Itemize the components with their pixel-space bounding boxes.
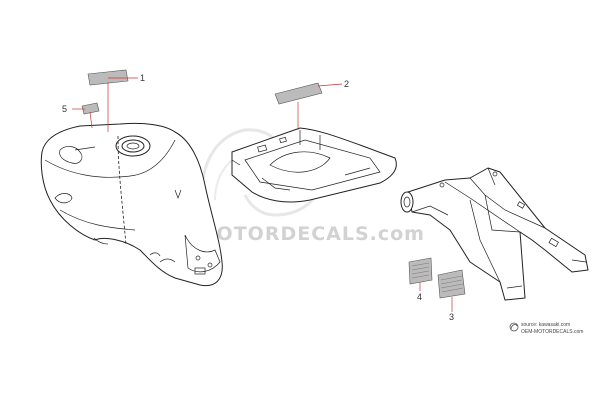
callout-2: 2 xyxy=(344,79,349,89)
decal-3-shape xyxy=(437,269,466,299)
decal-5-shape xyxy=(81,102,100,115)
callout-5: 5 xyxy=(62,104,67,114)
seat-tray-illustration xyxy=(231,127,397,203)
decal-1-shape xyxy=(87,69,129,86)
source-logo-icon xyxy=(509,322,519,332)
callouts: 1 2 3 4 5 xyxy=(62,73,454,322)
source-line-1: source: kawasaki.com xyxy=(521,322,570,328)
leader-lines xyxy=(72,77,453,312)
callout-3: 3 xyxy=(449,312,454,322)
swingarm-illustration xyxy=(400,167,589,301)
source-line-2: OEM-MOTORDECALS.com xyxy=(521,329,583,335)
callout-1: 1 xyxy=(140,73,145,83)
decal-4-shape xyxy=(408,257,433,285)
fuel-tank-illustration xyxy=(40,122,223,287)
source-credit: source: kawasaki.com OEM-MOTORDECALS.com xyxy=(509,322,583,335)
decal-2-shape xyxy=(274,82,323,105)
callout-4: 4 xyxy=(417,292,422,302)
